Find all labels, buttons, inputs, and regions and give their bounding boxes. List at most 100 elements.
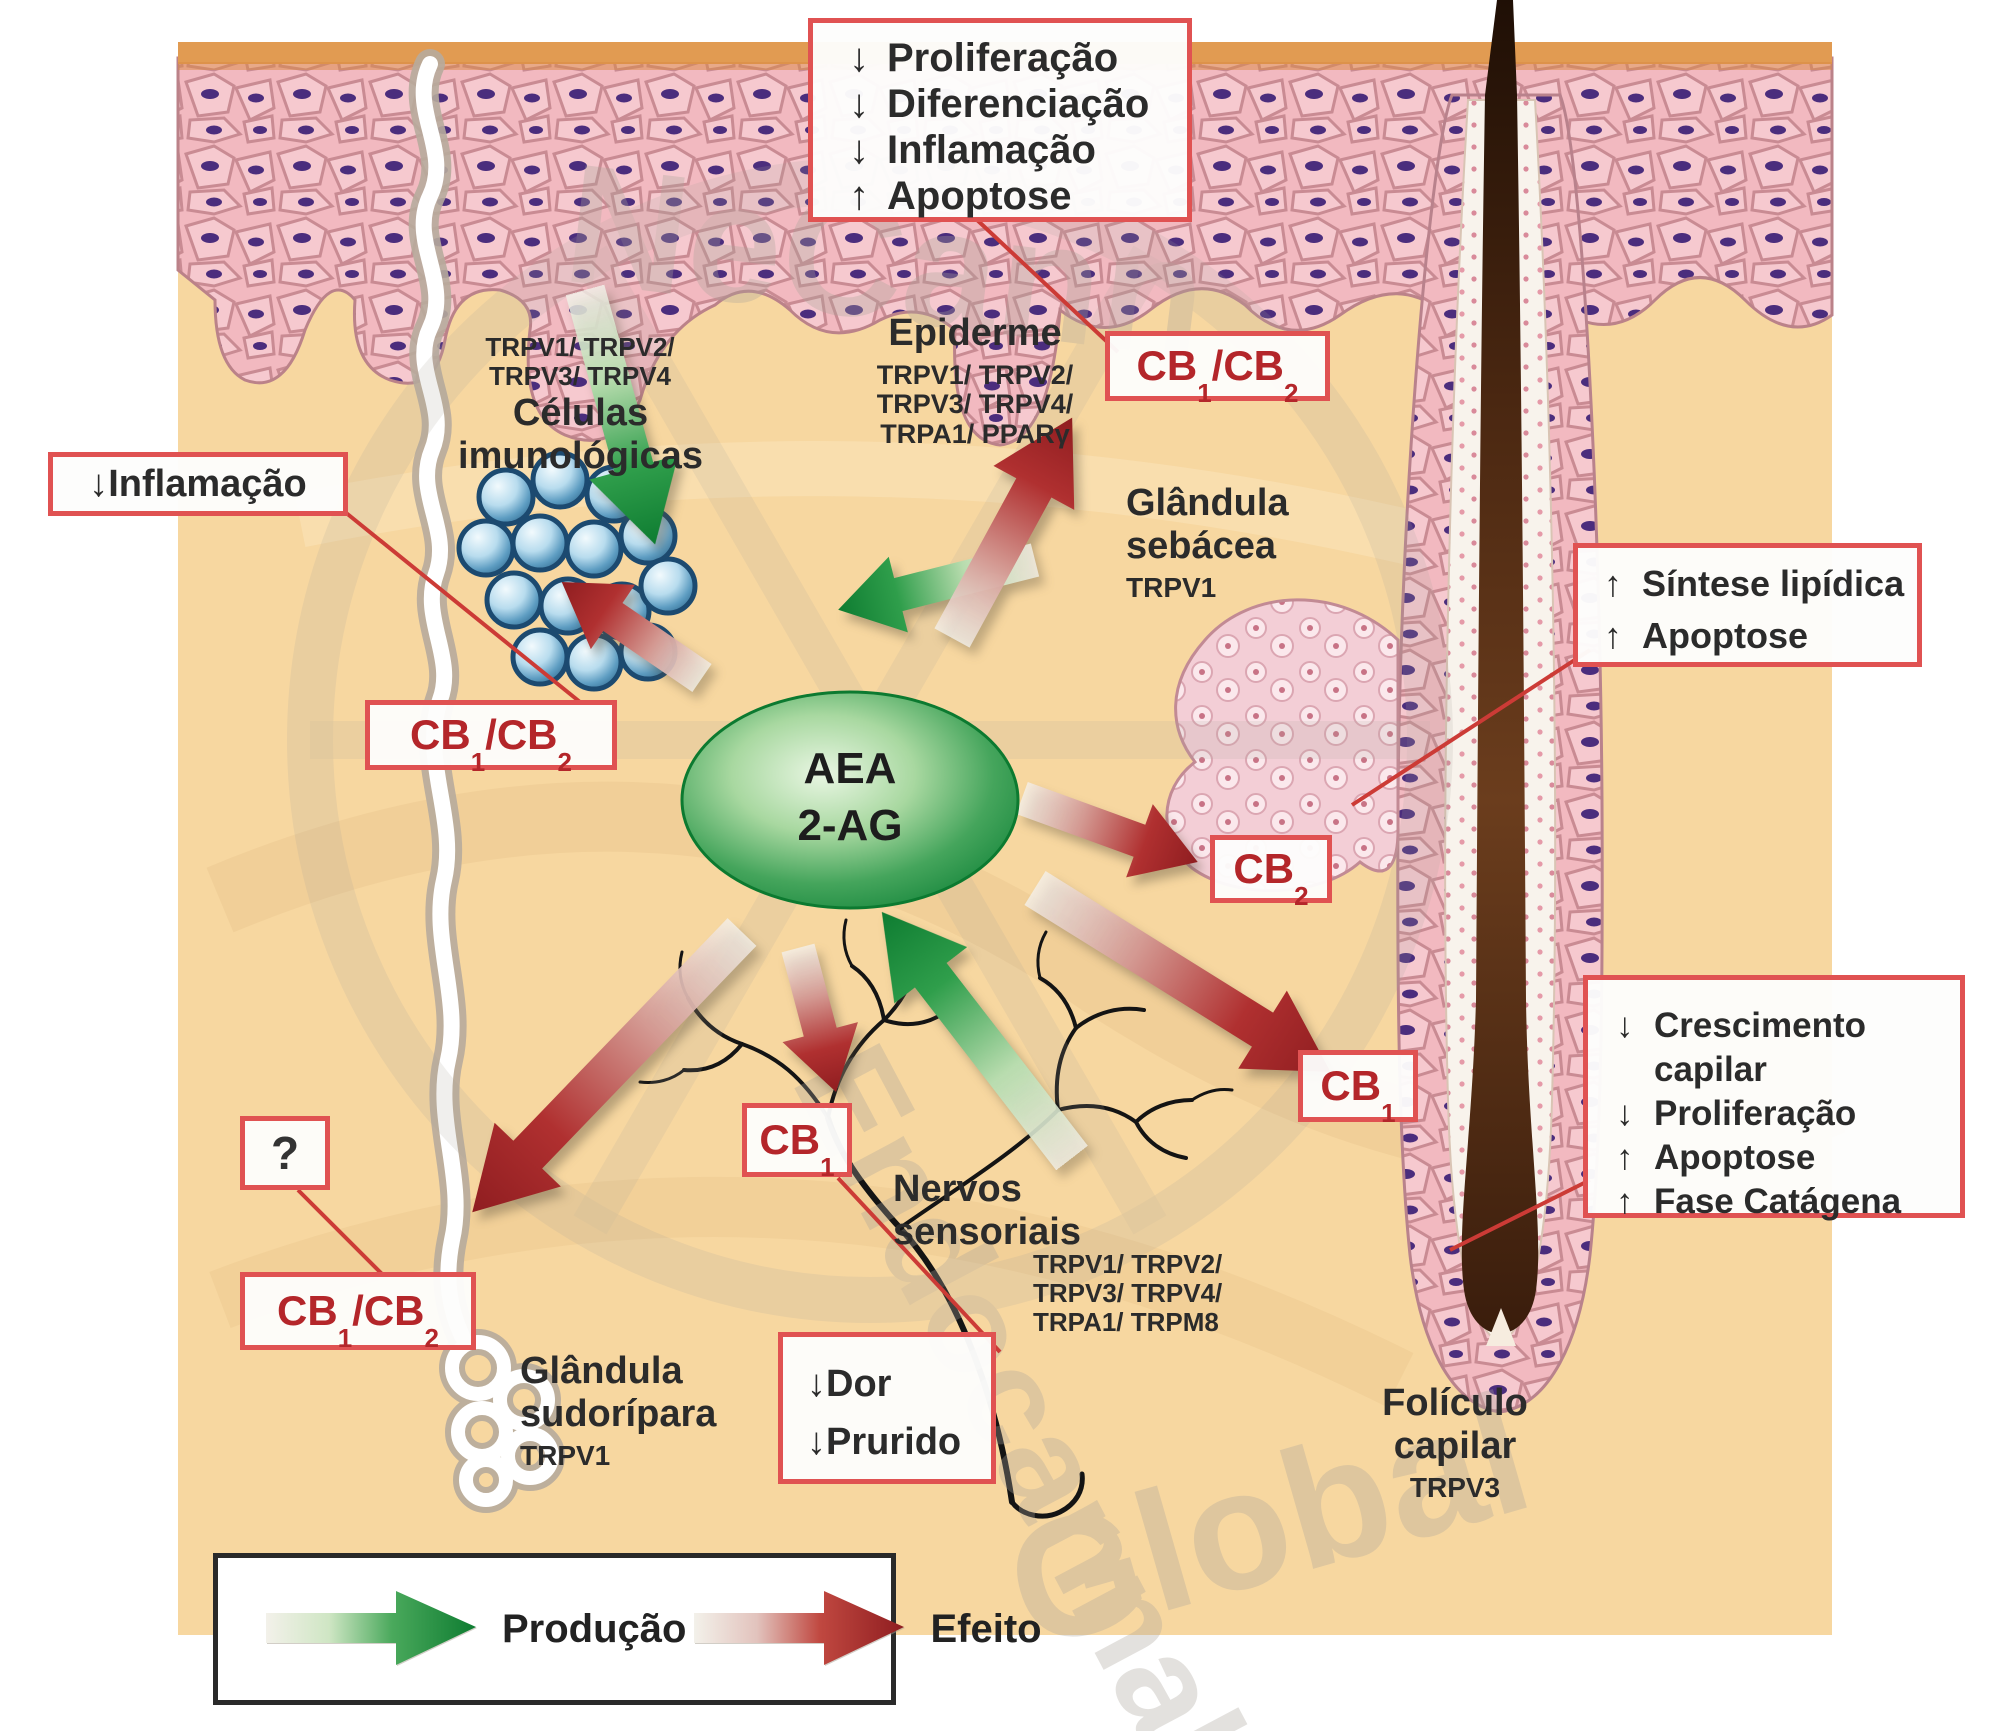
epidermis-title: Epiderme (888, 312, 1062, 354)
immune-receptors: TRPV1/ TRPV2/ TRPV3/ TRPV4 (455, 332, 705, 392)
hair-shaft (1461, 0, 1539, 1334)
cb1-label: CB1 (759, 1116, 834, 1180)
cb-part: CB (1320, 1062, 1382, 1109)
follicle-label: Folículo capilar TRPV3 (1350, 1382, 1560, 1504)
connector-lines (296, 216, 1592, 1354)
arrows (472, 284, 1331, 1213)
legend-production-label: Produção (502, 1606, 687, 1651)
receptor-line: TRPV3/ TRPV4 (488, 361, 672, 392)
cb-sub: 1 (820, 1152, 835, 1183)
cb-sub: 2 (557, 747, 572, 778)
epidermis-effects-box: ↓ Proliferação ↓ Diferenciação ↓ Inflamação… (808, 18, 1192, 222)
arrow-effect-follicle (1024, 871, 1331, 1072)
up-arrow-icon: ↑ (1616, 1182, 1634, 1221)
cb2-label: CB2 (1233, 845, 1308, 909)
sweat-label: Glândula sudorípara TRPV1 (520, 1350, 820, 1472)
effect-line: ↓ Inflamação (849, 127, 1177, 173)
arrow-effect-sebaceous (1016, 782, 1198, 878)
cb-part: CB (1136, 342, 1198, 389)
receptor-box-follicle: CB1 (1298, 1050, 1418, 1126)
effect-text: Proliferação (887, 36, 1119, 80)
cb-sub: 2 (424, 1323, 439, 1354)
cb-part: CB (759, 1116, 821, 1163)
receptor-line: TRPV3/ TRPV4/ (1033, 1278, 1223, 1309)
effect-text: Apoptose (1654, 1138, 1816, 1177)
cb-part: /CB (485, 711, 558, 758)
arrow-effect-nerves (781, 943, 858, 1093)
endocannabinoid-ellipse (680, 690, 1020, 910)
sebaceous-title: Glândula sebácea (1126, 482, 1289, 567)
legend-effect: Efeito (686, 1583, 1042, 1675)
arrow-effect-sweat (472, 918, 757, 1213)
effect-line: ↑ Apoptose (1604, 610, 1917, 662)
cb-sub: 2 (1294, 881, 1309, 912)
receptor-line: TRPV1/ TRPV2/ (876, 359, 1074, 390)
down-arrow-icon: ↓ (849, 36, 869, 80)
endocannabinoid-line2: 2-AG (797, 801, 903, 851)
effect-text: Dor (826, 1363, 892, 1405)
cb-part: CB (277, 1287, 338, 1334)
follicle-receptor: TRPV3 (1409, 1472, 1501, 1504)
legend: Produção Efeito (213, 1553, 1042, 1705)
down-arrow-icon: ↓ (849, 128, 869, 172)
effect-text: Proliferação (1654, 1094, 1857, 1133)
effect-text: Inflamação (887, 128, 1096, 172)
hair-follicle (1396, 0, 1604, 1414)
question-mark: ? (270, 1127, 300, 1179)
arrow-production-follicle (881, 911, 1088, 1171)
sebaceous-receptor: TRPV1 (1126, 572, 1217, 604)
nerves-receptors: TRPV1/ TRPV2/ TRPV3/ TRPV4/ TRPA1/ TRPM8 (1033, 1249, 1283, 1337)
cb-part: /CB (352, 1287, 425, 1334)
sweat-unknown-effect-box: ? (240, 1116, 330, 1190)
endocannabinoid-line1: AEA (803, 744, 897, 793)
up-arrow-icon: ↑ (1616, 1138, 1634, 1177)
up-arrow-icon: ↑ (1604, 563, 1622, 604)
cb-part: /CB (1211, 342, 1284, 389)
up-arrow-icon: ↑ (1604, 615, 1622, 656)
effect-text: Crescimento capilar (1654, 1006, 1867, 1089)
down-arrow-icon: ↓ (89, 462, 109, 505)
cb-sub: 1 (470, 747, 486, 778)
cb-sub: 1 (337, 1323, 353, 1354)
sebaceous-gland (1165, 598, 1400, 892)
dermal-papilla (1486, 1308, 1516, 1346)
arrow-effect-epidermis (934, 417, 1075, 648)
endocannabinoid-label: AEA 2-AG (748, 740, 952, 854)
down-arrow-icon: ↓ (849, 82, 869, 126)
receptor-box-nerves: CB1 (742, 1103, 852, 1180)
nerves-title: Nervos sensoriais (893, 1168, 1081, 1253)
sebaceous-label: Glândula sebácea TRPV1 (1126, 482, 1396, 604)
legend-effect-label: Efeito (930, 1606, 1042, 1651)
effect-line: ↓Dor (807, 1355, 991, 1413)
effect-line: ↑Fase Catágena (1616, 1180, 1946, 1224)
production-arrow-icon (266, 1591, 477, 1666)
effect-arrow-icon (694, 1591, 906, 1666)
effect-line: ↑ Apoptose (1616, 1136, 1946, 1180)
effect-line: ↓Crescimento capilar (1616, 1004, 1946, 1092)
effect-text: Prurido (826, 1421, 962, 1463)
epidermis-receptors: TRPV1/ TRPV2/ TRPV3/ TRPV4/ TRPA1/ PPARγ (830, 359, 1120, 450)
up-arrow-icon: ↑ (849, 174, 869, 218)
follicle-effects-box: ↓Crescimento capilar ↓Proliferação ↑Apop… (1583, 975, 1965, 1221)
nerves-effects-box: ↓Dor ↓Prurido (778, 1332, 996, 1484)
sweat-receptor: TRPV1 (520, 1440, 611, 1472)
down-arrow-icon: ↓ (807, 1363, 826, 1405)
cb-sub: 1 (1381, 1098, 1396, 1129)
effect-line: ↓ Diferenciação (849, 81, 1177, 127)
follicle-title: Folículo capilar (1382, 1382, 1528, 1467)
receptor-box-immune: CB1/CB2 (365, 700, 617, 775)
arrow-production-epidermis (565, 284, 679, 545)
epidermis-label: Epiderme TRPV1/ TRPV2/ TRPV3/ TRPV4/ TRP… (830, 312, 1120, 450)
cb1cb2-label: CB1/CB2 (410, 711, 572, 775)
arrow-effect-immune (561, 581, 712, 693)
effect-text: Diferenciação (887, 82, 1150, 126)
effect-text: Inflamação (108, 462, 307, 505)
sweat-gland (408, 49, 565, 1513)
receptor-line: TRPV1/ TRPV2/ (1033, 1249, 1223, 1279)
receptor-box-sweat: CB1/CB2 (240, 1272, 476, 1354)
effect-text: Apoptose (887, 174, 1072, 218)
effect-line: ↓ Proliferação (849, 35, 1177, 81)
immune-effect-box: ↓Inflamação (48, 452, 348, 516)
effect-text: Apoptose (1642, 615, 1808, 656)
